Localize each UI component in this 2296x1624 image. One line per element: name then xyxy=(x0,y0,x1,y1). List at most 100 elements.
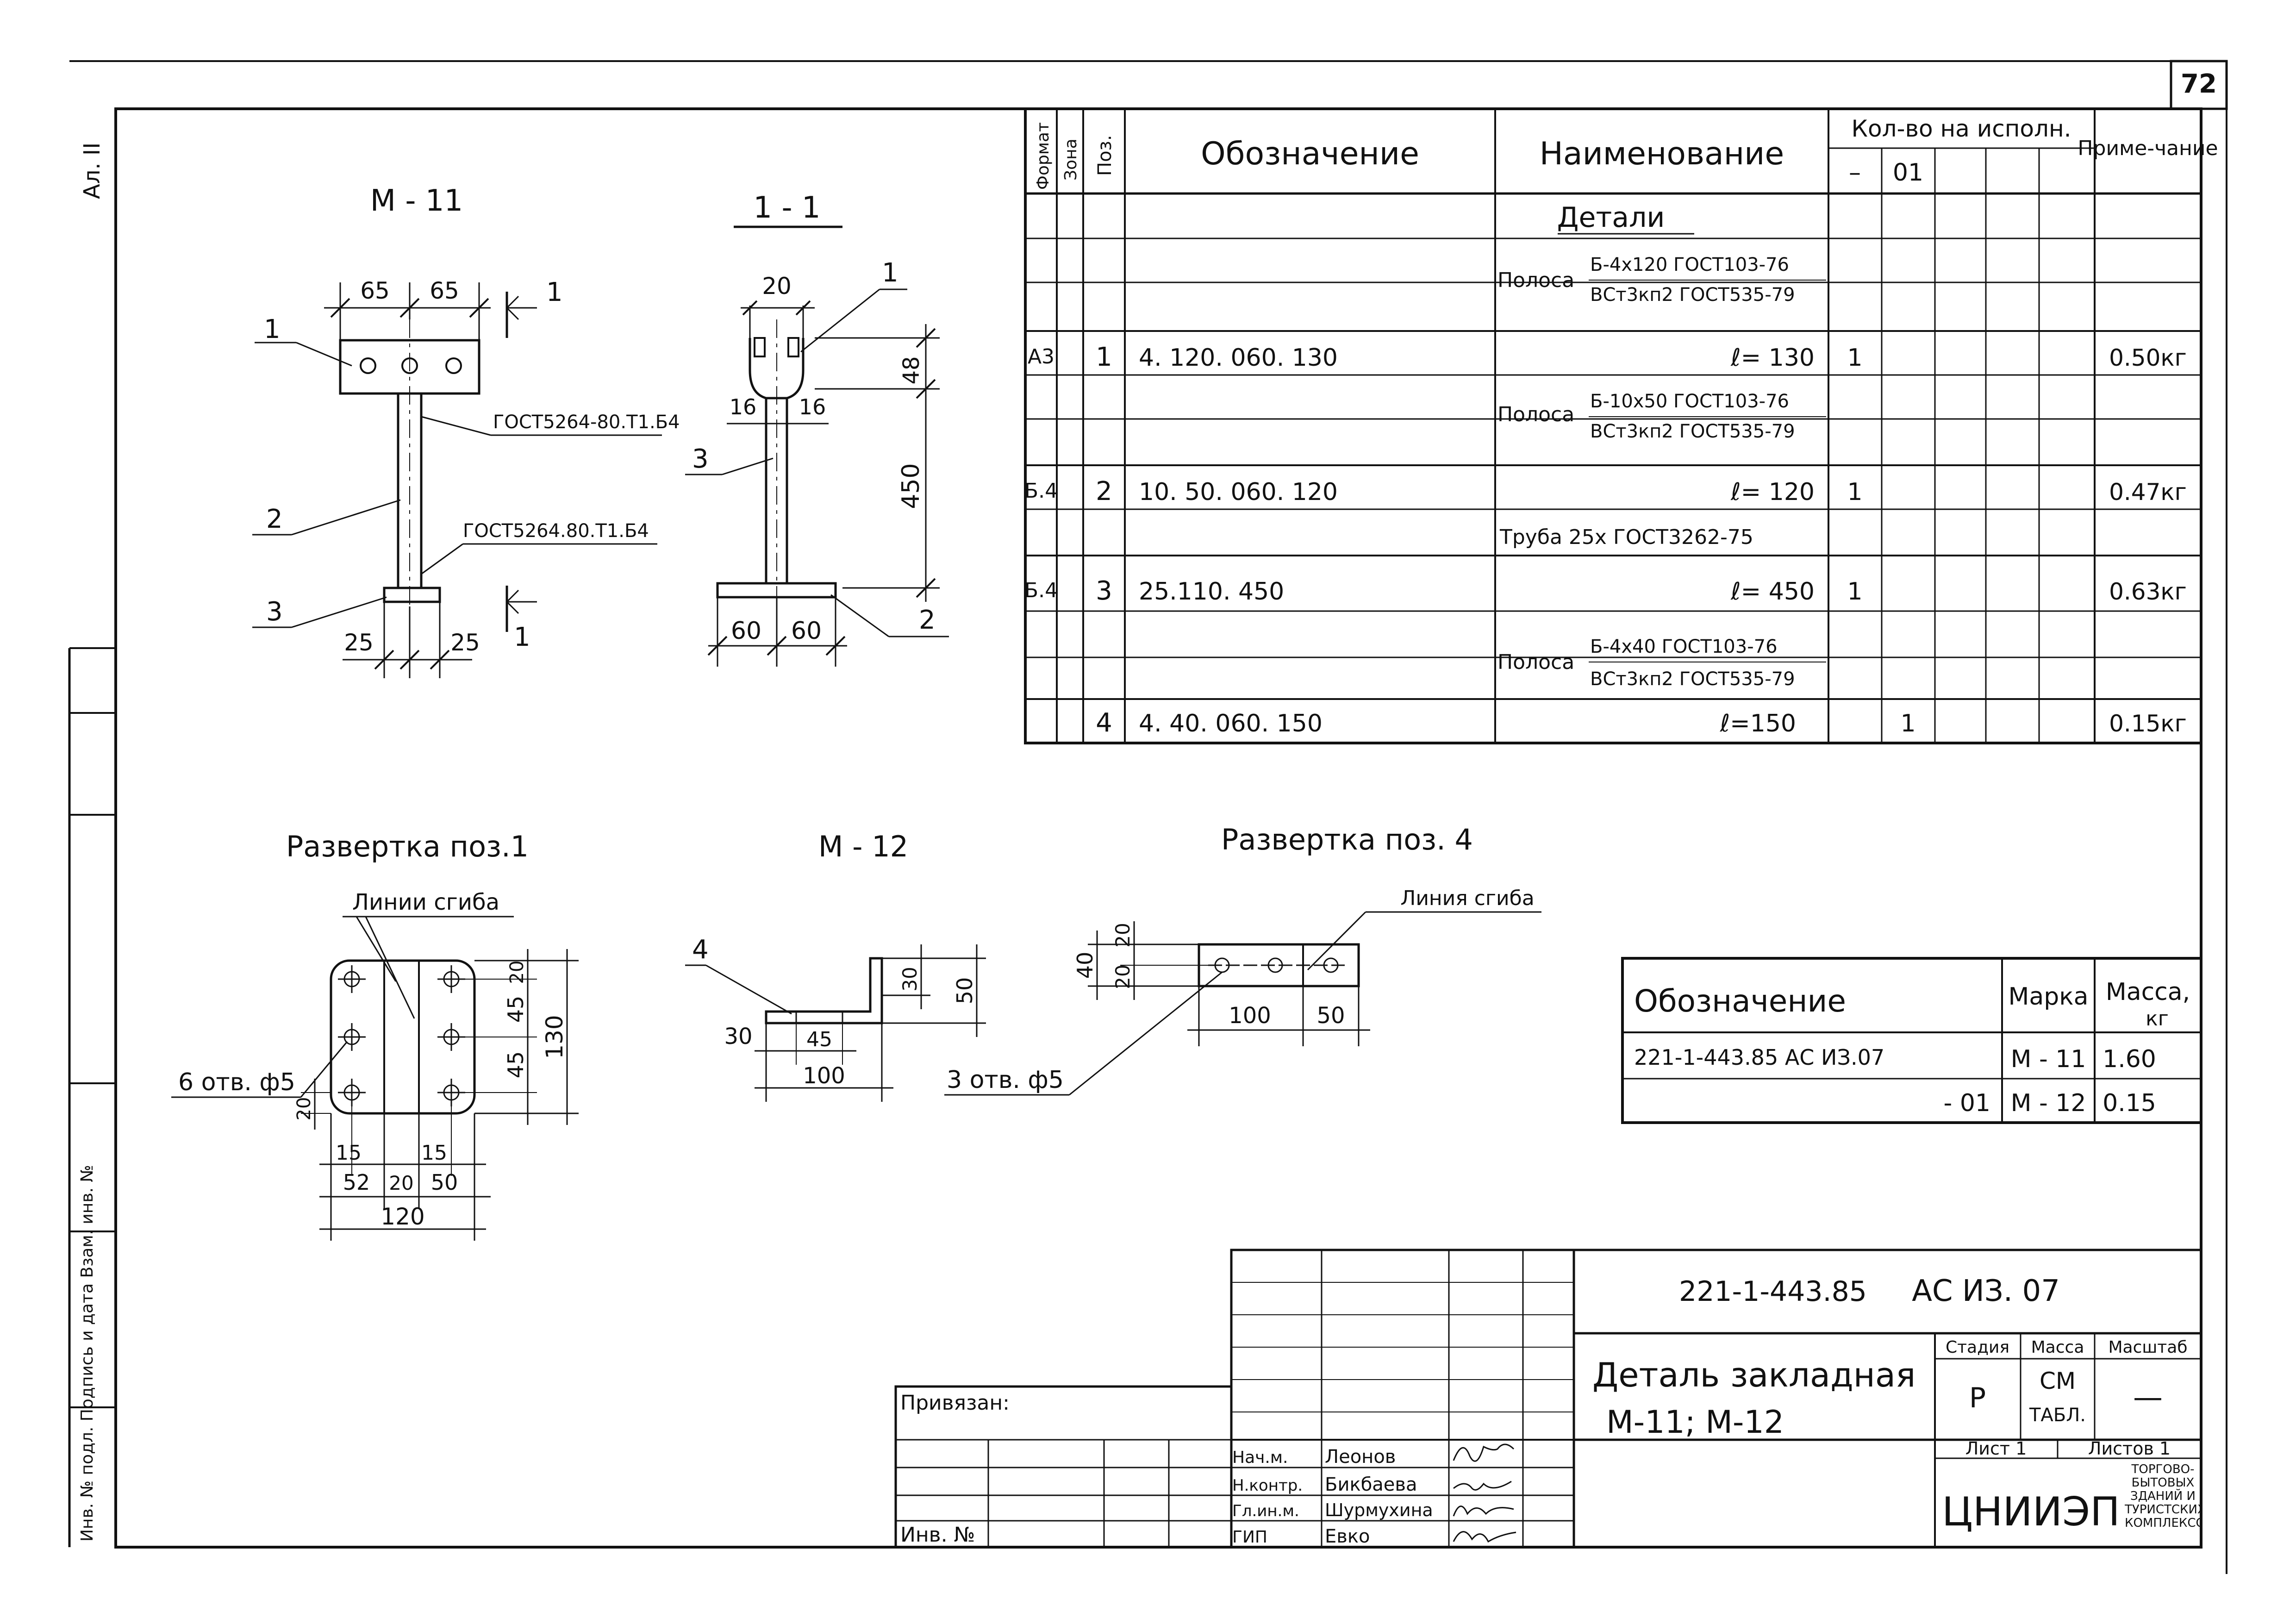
row-designation: 4. 120. 060. 130 xyxy=(1139,344,1338,372)
dim-bottom-right: 25 xyxy=(450,629,480,656)
dim-30-top: 30 xyxy=(898,967,921,991)
dim-right-2: 45 xyxy=(503,996,528,1023)
header-format: Формат xyxy=(1034,122,1053,190)
org-note: торгово-бытовых зданий и туристских комп… xyxy=(2125,1463,2201,1530)
row-q2: 1 xyxy=(1900,710,1915,737)
staff-name: Евко xyxy=(1325,1526,1370,1547)
section-title: Детали xyxy=(1557,201,1665,234)
row-name: Полоса xyxy=(1497,269,1574,292)
row-designation: 25.110. 450 xyxy=(1139,578,1284,606)
view-m11: М - 11 65 65 1 1 1 xyxy=(252,184,680,678)
mass-row-designation: - 01 xyxy=(1944,1089,1990,1117)
row-note: 0.15кг xyxy=(2109,710,2187,737)
dim-right-gap: 16 xyxy=(799,394,826,419)
row-note: 0.50кг xyxy=(2109,344,2187,371)
row-q1: 1 xyxy=(1847,578,1862,606)
dim-right-4: 130 xyxy=(541,1015,568,1059)
header-designation: Обозначение xyxy=(1634,983,1846,1019)
dim-right-1: 20 xyxy=(506,961,528,984)
header-qty-col2: 01 xyxy=(1893,159,1923,187)
header-name: Наименование xyxy=(1540,136,1784,172)
staff-role: Гл.ин.м. xyxy=(1232,1502,1299,1520)
dim-height-top: 48 xyxy=(898,356,924,384)
row-designation: 4. 40. 060. 150 xyxy=(1139,710,1323,737)
pos3-label: 3 xyxy=(266,597,283,627)
row-pos: 3 xyxy=(1096,576,1112,606)
dim-40: 40 xyxy=(1073,952,1098,979)
row-q1: 1 xyxy=(1847,478,1862,506)
dim-left-bottom: 20 xyxy=(293,1097,315,1121)
row-format: А3 xyxy=(1028,345,1054,369)
header-mass: Масса, xyxy=(2106,978,2190,1006)
header-zone: Зона xyxy=(1061,138,1080,181)
weld-note-bottom: ГОСТ5264.80.Т1.Б4 xyxy=(463,520,649,542)
sheets-label: Листов 1 xyxy=(2088,1438,2171,1459)
sheet-label: Лист 1 xyxy=(1965,1438,2027,1459)
dim-30-left: 30 xyxy=(724,1024,752,1049)
title-block: Привязан: Инв. № Нач.м. Леонов Н.контр. … xyxy=(894,1249,2202,1549)
dim-bottom-2: 15 xyxy=(421,1141,447,1165)
staff-role: Нач.м. xyxy=(1232,1448,1288,1467)
pos3-label: 3 xyxy=(692,444,709,474)
weld-note-top: ГОСТ5264-80.Т1.Б4 xyxy=(493,412,680,433)
dim-bottom-left: 25 xyxy=(344,629,374,656)
org-name: ЦНИИЭП xyxy=(1942,1489,2120,1535)
dim-left: 65 xyxy=(360,277,390,304)
section-title: 1 - 1 xyxy=(753,191,820,225)
header-qty-col1: – xyxy=(1849,159,1861,187)
dim-bottom-3: 52 xyxy=(343,1170,370,1195)
mass-row-mass: 1.60 xyxy=(2103,1045,2156,1073)
page-number: 72 xyxy=(2181,69,2217,99)
bend-label: Линии сгиба xyxy=(352,889,499,915)
view-title: М - 11 xyxy=(370,184,463,218)
staff-role: ГИП xyxy=(1232,1528,1267,1547)
spec-table: Формат Зона Поз. Обозначение Наименовани… xyxy=(1024,107,2218,744)
pos4-label: 4 xyxy=(692,935,709,965)
view-unfold-pos1: Развертка поз.1 Линии сгиба 6 отв. ф5 xyxy=(171,830,579,1241)
dim-top: 20 xyxy=(762,273,792,300)
row-name-bottom: ВСт3кп2 ГОСТ535-79 xyxy=(1590,668,1795,690)
row-name-bottom: ВСт3кп2 ГОСТ535-79 xyxy=(1590,421,1795,442)
row-length: ℓ= 130 xyxy=(1730,344,1815,372)
row-designation: 10. 50. 060. 120 xyxy=(1139,478,1338,506)
row-name: Труба 25х ГОСТ3262-75 xyxy=(1499,525,1753,549)
row-name-bottom: ВСт3кп2 ГОСТ535-79 xyxy=(1590,284,1795,306)
row-name: Полоса xyxy=(1497,403,1574,426)
row-q1: 1 xyxy=(1847,344,1862,372)
row-pos: 4 xyxy=(1096,708,1112,738)
header-qty: Кол-во на исполн. xyxy=(1851,115,2071,142)
dim-height: 450 xyxy=(897,463,925,509)
tied-label: Привязан: xyxy=(900,1391,1010,1415)
header-note: Приме-чание xyxy=(2078,137,2218,160)
dim-45: 45 xyxy=(806,1028,832,1051)
row-length: ℓ=150 xyxy=(1720,710,1796,737)
staff-name: Шурмухина xyxy=(1325,1500,1433,1520)
row-format: Б.4 xyxy=(1024,579,1058,602)
dim-right: 65 xyxy=(430,277,459,304)
holes-label: 3 отв. ф5 xyxy=(947,1066,1064,1094)
row-note: 0.47кг xyxy=(2109,479,2187,506)
mass-value-2: ТАБЛ. xyxy=(2029,1405,2086,1426)
row-note: 0.63кг xyxy=(2109,578,2187,605)
row-name-top: Б-4х40 ГОСТ103-76 xyxy=(1590,636,1778,657)
m12-title: М - 12 xyxy=(818,830,908,863)
dim-right-3: 45 xyxy=(503,1051,528,1079)
dim-100: 100 xyxy=(803,1063,845,1089)
dim-bottom-5: 50 xyxy=(431,1170,458,1195)
row-length: ℓ= 450 xyxy=(1730,578,1815,606)
header-mark: Марка xyxy=(2008,983,2088,1011)
pos1-label: 1 xyxy=(264,314,281,344)
pos1-label: 1 xyxy=(882,258,898,288)
row-name: Полоса xyxy=(1497,650,1574,674)
mass-row-mark: М - 12 xyxy=(2011,1089,2086,1117)
pos2-label: 2 xyxy=(266,504,283,534)
dim-bottom-1: 15 xyxy=(336,1141,362,1165)
dim-left-gap: 16 xyxy=(730,394,757,419)
staff-role: Н.контр. xyxy=(1232,1476,1303,1495)
staff-name: Бикбаева xyxy=(1325,1474,1417,1495)
signatures xyxy=(1453,1443,1516,1543)
doc-code: 221-1-443.85 xyxy=(1679,1275,1867,1308)
row-name-top: Б-10х50 ГОСТ103-76 xyxy=(1590,391,1789,412)
staff-name: Леонов xyxy=(1325,1446,1396,1468)
